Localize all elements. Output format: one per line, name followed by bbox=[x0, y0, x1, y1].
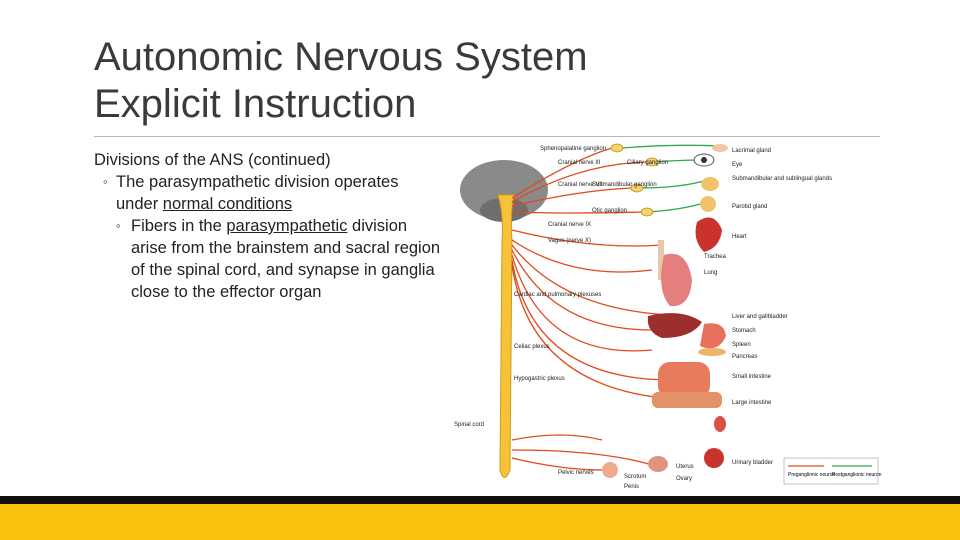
stomach bbox=[700, 323, 726, 349]
label-submandibular-glands: Submandibular and sublingual glands bbox=[732, 176, 832, 182]
diagram-legend: Preganglionic neuron Postganglionic neur… bbox=[783, 457, 882, 485]
large-intestine bbox=[652, 392, 722, 408]
section-heading: Divisions of the ANS (continued) bbox=[94, 151, 331, 169]
label-pancreas: Pancreas bbox=[732, 354, 757, 360]
rectum bbox=[714, 416, 726, 432]
slide-body: Divisions of the ANS (continued) The par… bbox=[94, 149, 444, 303]
label-heart: Heart bbox=[732, 234, 747, 240]
footer-band-dark bbox=[0, 496, 960, 504]
bullet-1-text: The parasympathetic division operates un… bbox=[116, 173, 399, 213]
uterus bbox=[648, 456, 668, 472]
trachea bbox=[658, 240, 664, 280]
label-hypogastric: Hypogastric plexus bbox=[514, 376, 565, 382]
label-ciliary: Ciliary ganglion bbox=[627, 160, 668, 166]
label-spinal-cord: Spinal cord bbox=[454, 422, 484, 428]
title-divider bbox=[94, 136, 880, 137]
label-spleen: Spleen bbox=[732, 342, 751, 348]
label-cardiac: Cardiac and pulmonary plexuses bbox=[514, 292, 601, 298]
label-celiac: Celiac plexus bbox=[514, 344, 550, 350]
label-stomach: Stomach bbox=[732, 328, 756, 334]
lacrimal-gland bbox=[712, 144, 728, 152]
spinal-cord bbox=[497, 194, 515, 478]
title-line-1: Autonomic Nervous System bbox=[94, 35, 588, 79]
title-line-2: Explicit Instruction bbox=[94, 82, 417, 126]
parasympathetic-diagram: Sphenopalatine ganglion Lacrimal gland C… bbox=[452, 140, 882, 492]
label-large-intestine: Large intestine bbox=[732, 400, 772, 406]
label-sphenopalatine: Sphenopalatine ganglion bbox=[540, 146, 606, 152]
label-ovary: Ovary bbox=[676, 476, 692, 482]
label-urinary-bladder: Urinary bladder bbox=[732, 460, 773, 466]
label-cranial3: Cranial nerve III bbox=[558, 160, 601, 166]
label-pelvic-nerves: Pelvic nerves bbox=[558, 470, 594, 476]
footer-band-yellow bbox=[0, 504, 960, 540]
organs bbox=[602, 144, 728, 478]
label-otic: Otic ganglion bbox=[592, 208, 627, 214]
preganglionic-fibers bbox=[511, 147, 703, 471]
submandibular-glands bbox=[701, 177, 719, 191]
urinary-bladder bbox=[704, 448, 724, 468]
label-scrotum: Scrotum bbox=[624, 474, 646, 480]
label-cranial9: Cranial nerve IX bbox=[548, 222, 591, 228]
bullet-level-2: Fibers in the parasympathetic division a… bbox=[94, 215, 444, 303]
bullet-level-1: The parasympathetic division operates un… bbox=[94, 171, 444, 215]
bullet-2-text: Fibers in the bbox=[131, 217, 227, 235]
small-intestine bbox=[658, 362, 710, 398]
legend-preganglionic: Preganglionic neuron bbox=[788, 472, 835, 478]
label-small-intestine: Small intestine bbox=[732, 374, 772, 380]
label-parotid: Parotid gland bbox=[732, 204, 767, 210]
label-submandibular-ganglion: Submandibular ganglion bbox=[592, 182, 657, 188]
liver bbox=[647, 313, 702, 338]
bullet-1-underlined: normal conditions bbox=[162, 195, 293, 213]
brain bbox=[460, 160, 548, 220]
ganglia bbox=[610, 143, 659, 217]
label-vagus: Vagus (nerve X) bbox=[548, 238, 591, 244]
label-eye: Eye bbox=[732, 162, 743, 168]
slide-title: Autonomic Nervous System Explicit Instru… bbox=[94, 34, 654, 128]
label-trachea: Trachea bbox=[704, 254, 726, 260]
bullet-2-underlined: parasympathetic bbox=[226, 217, 348, 235]
pancreas bbox=[698, 348, 726, 356]
scrotum bbox=[602, 462, 618, 478]
label-lung: Lung bbox=[704, 270, 717, 276]
parotid-gland bbox=[700, 196, 716, 212]
bullet-2-text-rest: division arise from the brainstem and sa… bbox=[131, 217, 441, 301]
label-uterus: Uterus bbox=[676, 464, 694, 470]
heart bbox=[695, 217, 722, 252]
lung bbox=[661, 253, 692, 307]
label-lacrimal: Lacrimal gland bbox=[732, 148, 771, 154]
label-cranial7: Cranial nerve VII bbox=[558, 182, 603, 188]
label-penis: Penis bbox=[624, 484, 639, 490]
legend-postganglionic: Postganglionic neuron bbox=[832, 472, 882, 478]
label-liver: Liver and gallbladder bbox=[732, 314, 788, 320]
